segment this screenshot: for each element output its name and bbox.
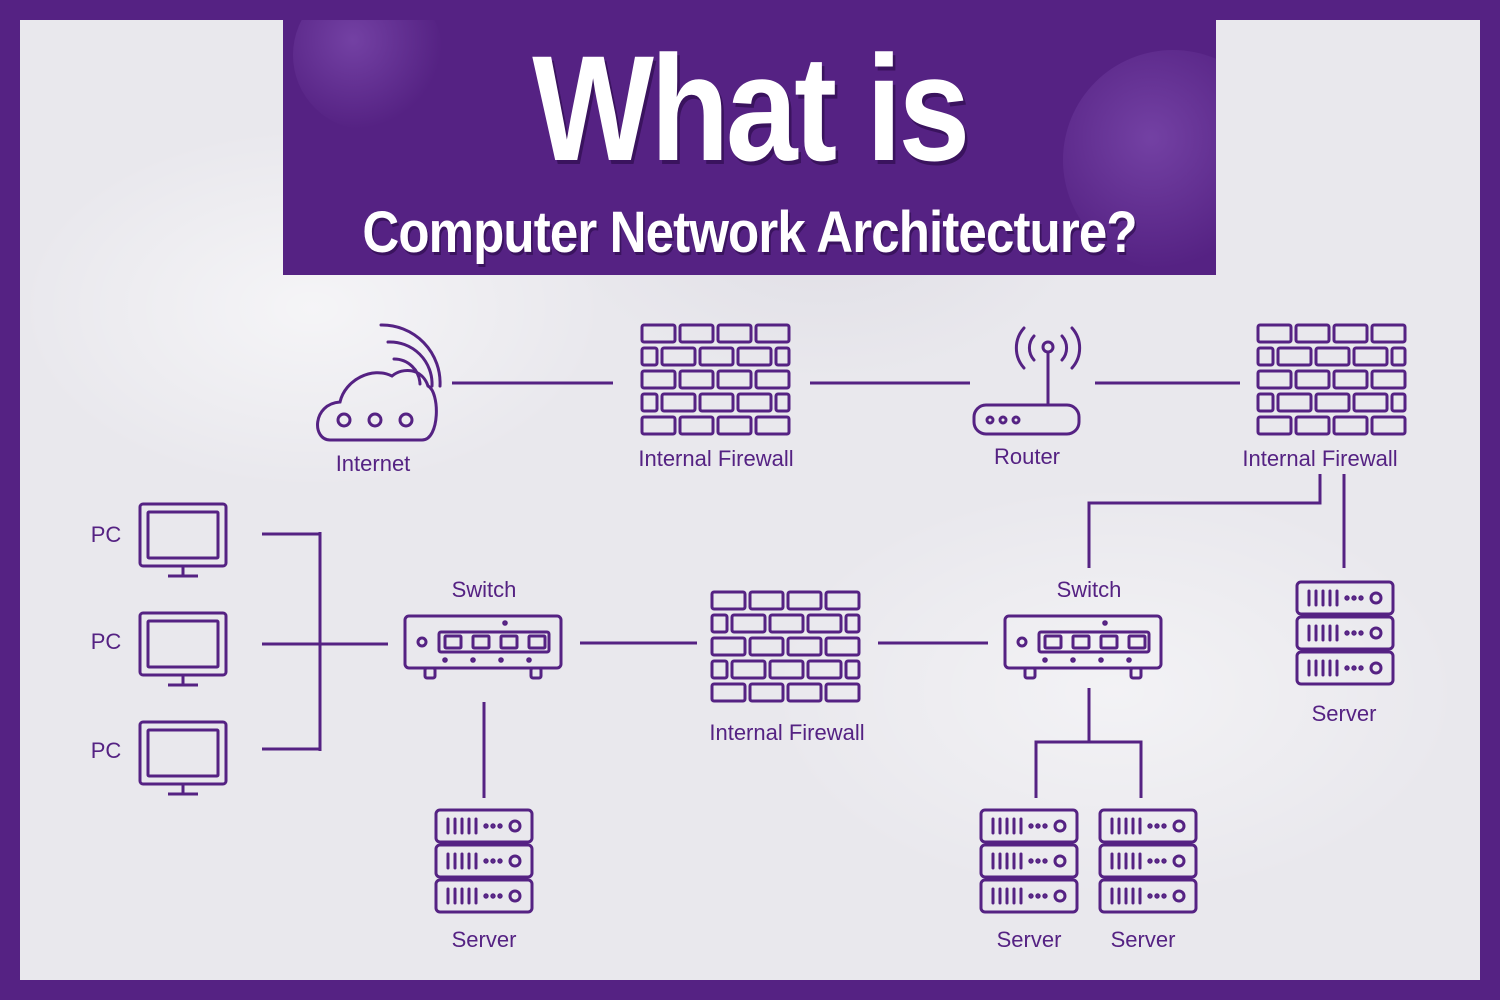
server-bottom-2-label: Server xyxy=(1111,927,1176,952)
server-bottom-1-label: Server xyxy=(997,927,1062,952)
page-subtitle: Computer Network Architecture? xyxy=(362,200,1137,265)
firewall-icon xyxy=(1256,323,1407,436)
firewall-top-right-label: Internal Firewall xyxy=(1242,446,1397,471)
switch-right-label: Switch xyxy=(1057,577,1122,602)
monitor-icon xyxy=(138,611,228,687)
switch-icon xyxy=(1003,614,1163,680)
firewall-icon xyxy=(710,590,861,703)
server-icon xyxy=(434,808,534,914)
server-left-label: Server xyxy=(452,927,517,952)
switch-icon xyxy=(403,614,563,680)
monitor-icon xyxy=(138,502,228,578)
switch-left-label: Switch xyxy=(452,577,517,602)
firewall-top-middle-label: Internal Firewall xyxy=(638,446,793,471)
server-icon xyxy=(1295,580,1395,686)
firewall-icon xyxy=(640,323,791,436)
connection-lines xyxy=(262,381,1346,798)
cloud-icon xyxy=(316,323,442,442)
page-title: What is xyxy=(532,24,970,192)
internet-label: Internet xyxy=(336,451,411,476)
server-icon xyxy=(1098,808,1198,914)
server-right-label: Server xyxy=(1312,701,1377,726)
firewall-center-label: Internal Firewall xyxy=(709,720,864,745)
pc-2-label: PC xyxy=(91,629,122,654)
router-icon xyxy=(972,326,1082,436)
server-icon xyxy=(979,808,1079,914)
pc-1-label: PC xyxy=(91,522,122,547)
router-label: Router xyxy=(994,444,1060,469)
monitor-icon xyxy=(138,720,228,796)
pc-3-label: PC xyxy=(91,738,122,763)
title-banner: What is Computer Network Architecture? xyxy=(283,20,1216,275)
